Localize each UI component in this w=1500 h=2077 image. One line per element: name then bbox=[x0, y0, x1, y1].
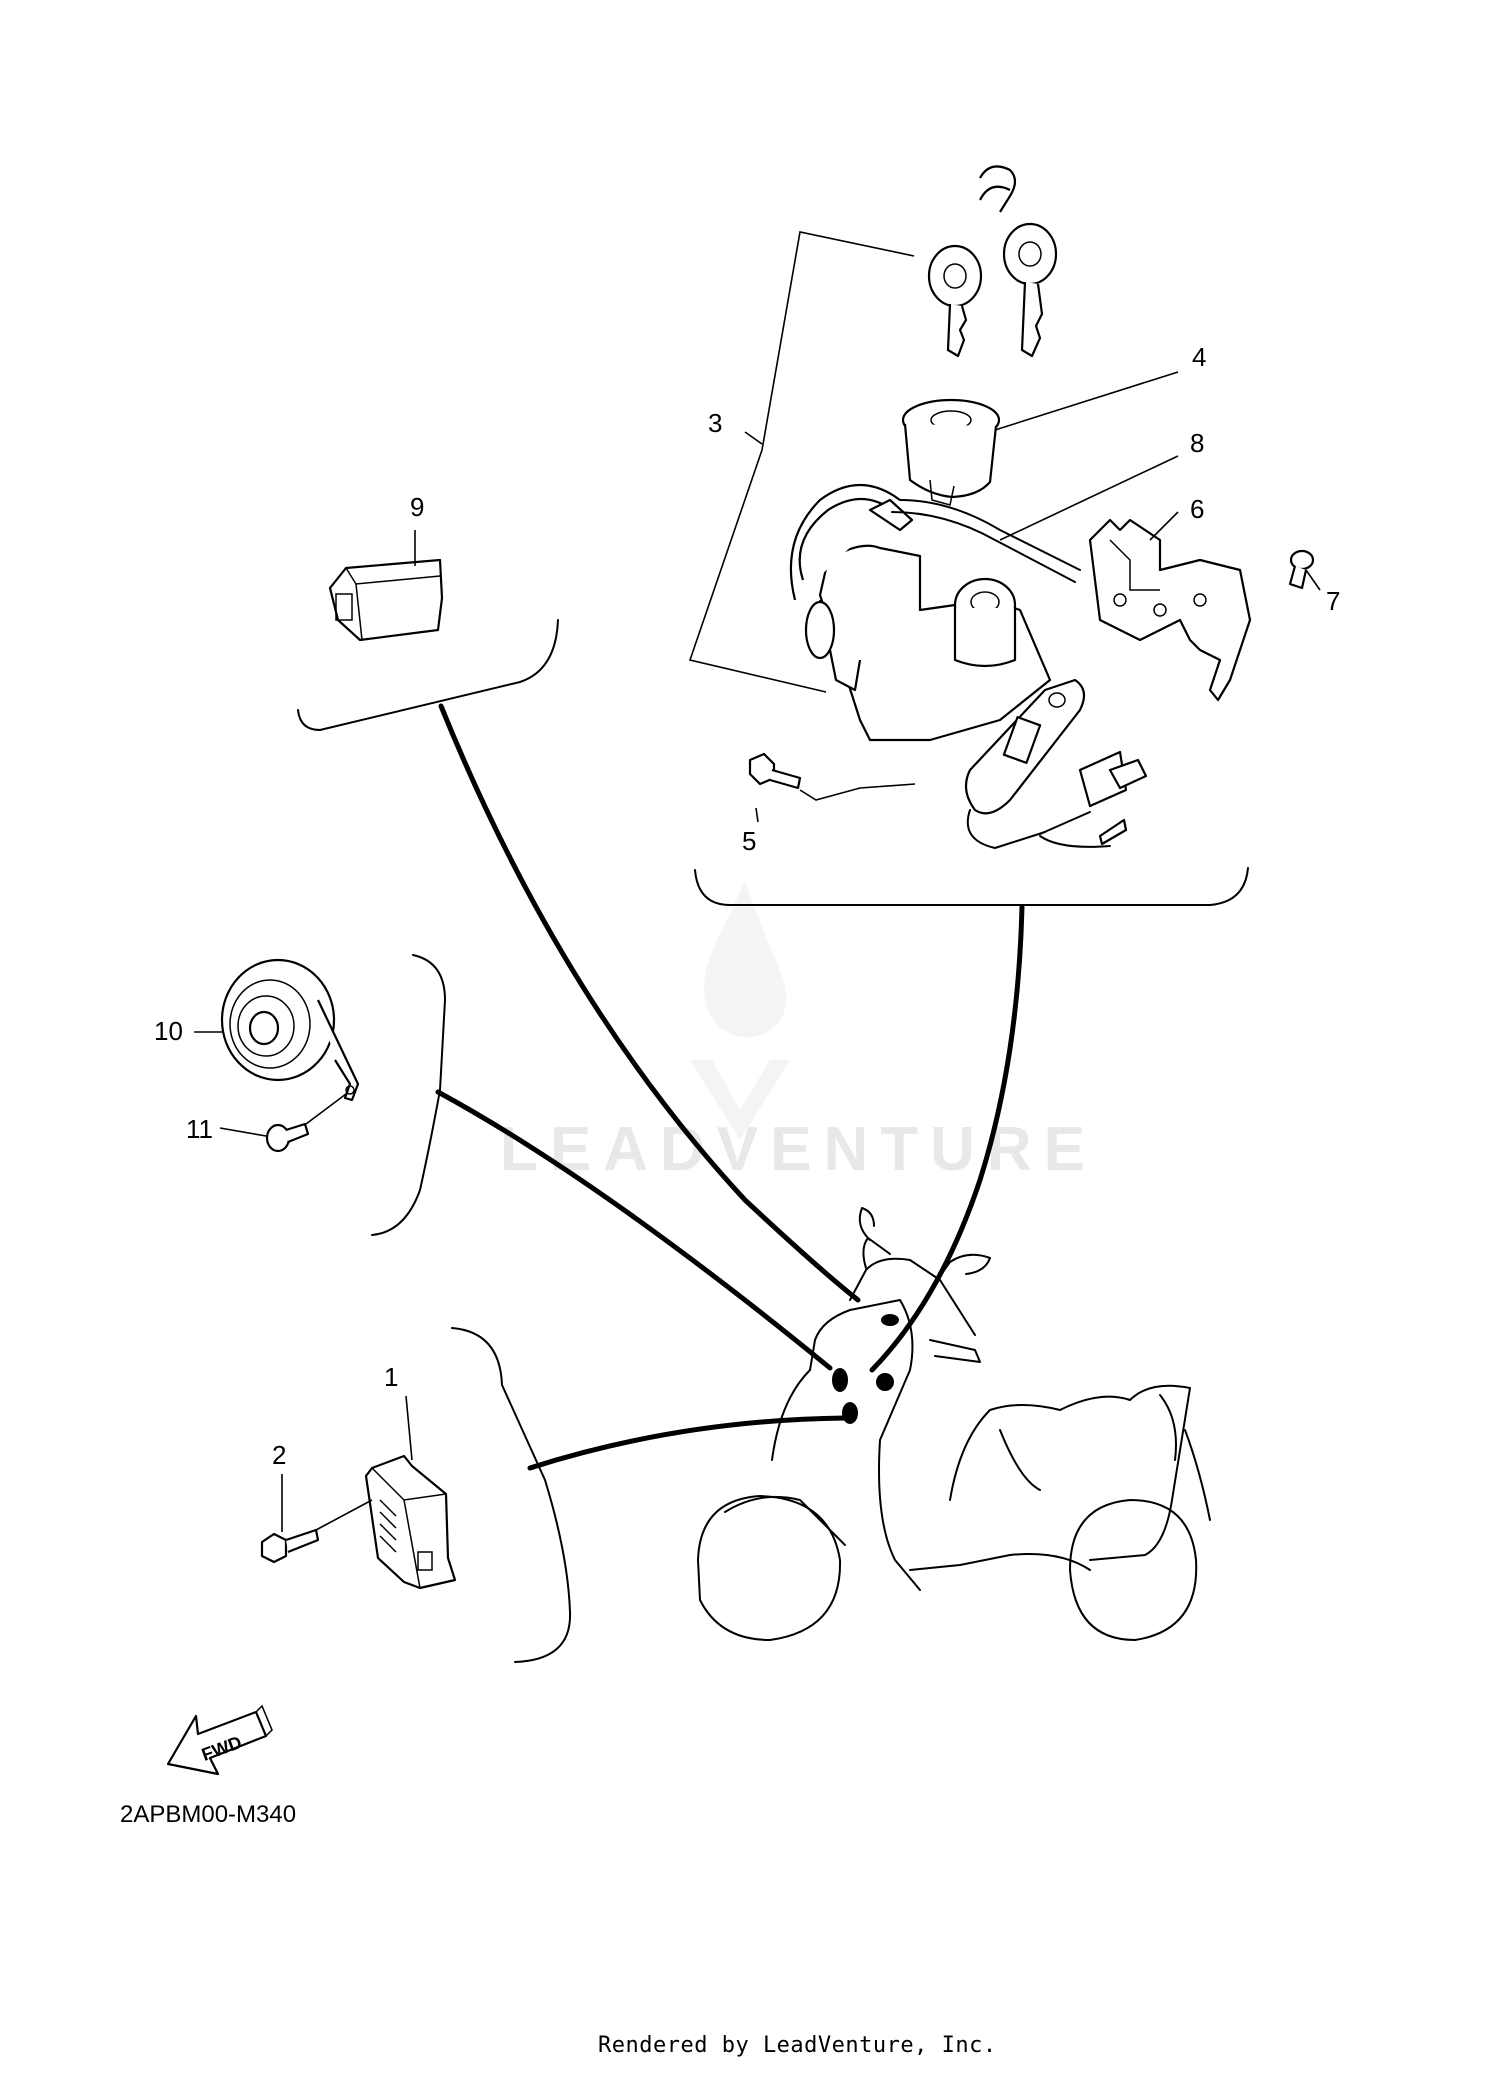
part-10-horn bbox=[220, 958, 360, 1102]
location-mark-9 bbox=[881, 1314, 899, 1326]
part-5-bolt bbox=[748, 752, 802, 790]
part-4-cap bbox=[901, 398, 1001, 506]
callout-3: 3 bbox=[708, 408, 722, 438]
callout-10: 10 bbox=[154, 1016, 183, 1046]
part-main-switch-body bbox=[789, 483, 1148, 849]
leader-8 bbox=[999, 455, 1179, 541]
part-3-keys bbox=[927, 165, 1058, 358]
leader-6 bbox=[1149, 511, 1179, 541]
connector-line-9 bbox=[438, 703, 861, 1303]
part-11-screw bbox=[265, 1122, 310, 1153]
bracket-relay bbox=[451, 1327, 572, 1663]
callout-1: 1 bbox=[384, 1362, 398, 1392]
part-9-control-unit bbox=[328, 558, 444, 642]
leader-2-b bbox=[315, 1499, 373, 1531]
leader-3 bbox=[744, 431, 763, 445]
leader-7 bbox=[1305, 569, 1321, 591]
scooter-silhouette bbox=[697, 1207, 1211, 1641]
leader-5-b bbox=[799, 783, 916, 801]
watermark-logo bbox=[690, 880, 790, 1140]
callout-2: 2 bbox=[272, 1440, 286, 1470]
callout-5: 5 bbox=[742, 826, 756, 856]
part-2-screw bbox=[260, 1528, 320, 1564]
bracket-main-switch bbox=[694, 867, 1249, 906]
location-mark-horn bbox=[832, 1368, 848, 1392]
leader-1 bbox=[405, 1395, 413, 1461]
part-7-screw bbox=[1288, 549, 1315, 590]
callout-11: 11 bbox=[186, 1114, 213, 1144]
location-mark-1 bbox=[842, 1402, 858, 1424]
footer-rendered-by: Rendered by LeadVenture, Inc. bbox=[598, 2033, 997, 2058]
callout-6: 6 bbox=[1190, 494, 1204, 524]
connector-line-main-switch bbox=[869, 904, 1025, 1373]
leader-3-group bbox=[688, 231, 915, 693]
fwd-arrow-icon: FWD bbox=[166, 1704, 273, 1776]
leader-11 bbox=[219, 1127, 267, 1137]
leader-11-b bbox=[305, 1093, 347, 1125]
callout-9: 9 bbox=[410, 492, 424, 522]
callout-7: 7 bbox=[1326, 586, 1340, 616]
bracket-part-9 bbox=[297, 619, 559, 731]
connector-line-relay bbox=[527, 1415, 848, 1471]
watermark-text: LEADVENTURE bbox=[500, 1115, 1097, 1184]
leader-4 bbox=[994, 371, 1179, 431]
connector-line-horn bbox=[435, 1089, 833, 1371]
bracket-horn bbox=[371, 954, 446, 1236]
part-1-relay bbox=[364, 1454, 457, 1590]
callout-8: 8 bbox=[1190, 428, 1204, 458]
part-6-bracket bbox=[1088, 518, 1252, 702]
callout-4: 4 bbox=[1192, 342, 1206, 372]
location-mark-3 bbox=[876, 1373, 894, 1391]
diagram-code: 2APBM00-M340 bbox=[120, 1801, 296, 1828]
leader-5 bbox=[755, 807, 759, 823]
